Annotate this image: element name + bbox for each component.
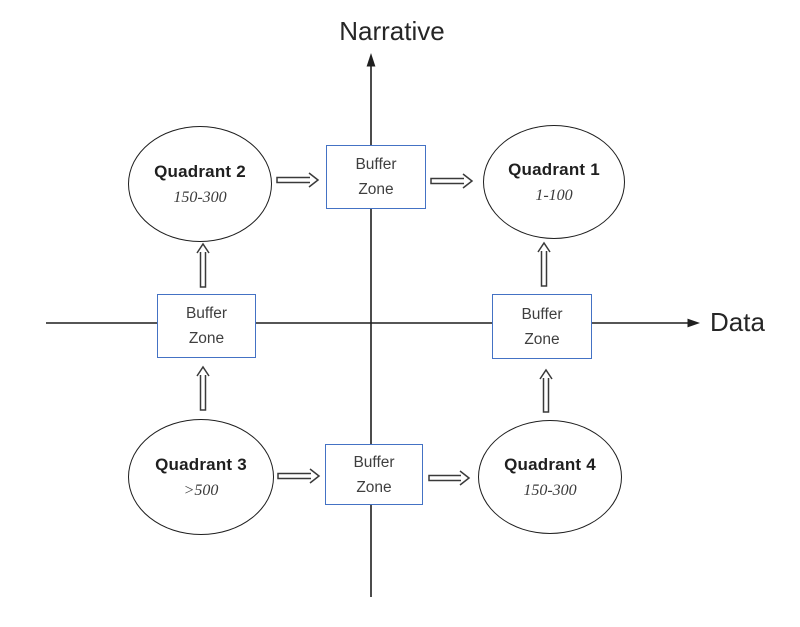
quadrant-4-node: Quadrant 4 150-300	[478, 420, 622, 534]
buffer-zone-bottom: Buffer Zone	[325, 444, 423, 505]
quadrant-3-node: Quadrant 3 >500	[128, 419, 274, 535]
buffer-zone-bottom-label: Buffer Zone	[353, 453, 395, 496]
quadrant-3-range: >500	[183, 481, 219, 499]
quadrant-2-node: Quadrant 2 150-300	[128, 126, 272, 242]
arrow-buffer-bottom-to-quadrant4-icon	[428, 470, 471, 486]
quadrant-4-title: Quadrant 4	[504, 454, 596, 474]
buffer-zone-left-label: Buffer Zone	[185, 305, 228, 347]
y-axis-arrowhead-icon	[366, 53, 376, 67]
buffer-zone-top: Buffer Zone	[326, 145, 426, 209]
arrow-buffer-top-to-quadrant1-icon	[430, 173, 474, 189]
arrow-quadrant4-to-buffer-right-icon	[539, 368, 553, 413]
quadrant-2-title: Quadrant 2	[154, 161, 246, 181]
arrow-buffer-left-to-quadrant2-icon	[196, 242, 210, 288]
x-axis-label: Data	[710, 307, 765, 337]
arrow-quadrant3-to-buffer-bottom-icon	[277, 468, 321, 484]
buffer-zone-right: Buffer Zone	[492, 294, 592, 359]
quadrant-2-range: 150-300	[173, 188, 227, 206]
arrow-quadrant2-to-buffer-top-icon	[276, 172, 320, 188]
buffer-zone-left: Buffer Zone	[157, 294, 256, 358]
buffer-zone-right-label: Buffer Zone	[521, 305, 563, 348]
quadrant-1-node: Quadrant 1 1-100	[483, 125, 625, 239]
arrow-quadrant3-to-buffer-left-icon	[196, 365, 210, 411]
quadrant-1-title: Quadrant 1	[508, 159, 600, 179]
quadrant-3-title: Quadrant 3	[155, 454, 247, 474]
arrow-buffer-right-to-quadrant1-icon	[537, 241, 551, 287]
x-axis-arrowhead-icon	[687, 318, 700, 328]
quadrant-1-range: 1-100	[535, 186, 573, 204]
y-axis-label: Narrative	[339, 16, 445, 46]
quadrant-4-range: 150-300	[523, 481, 577, 499]
buffer-zone-top-label: Buffer Zone	[355, 156, 397, 198]
